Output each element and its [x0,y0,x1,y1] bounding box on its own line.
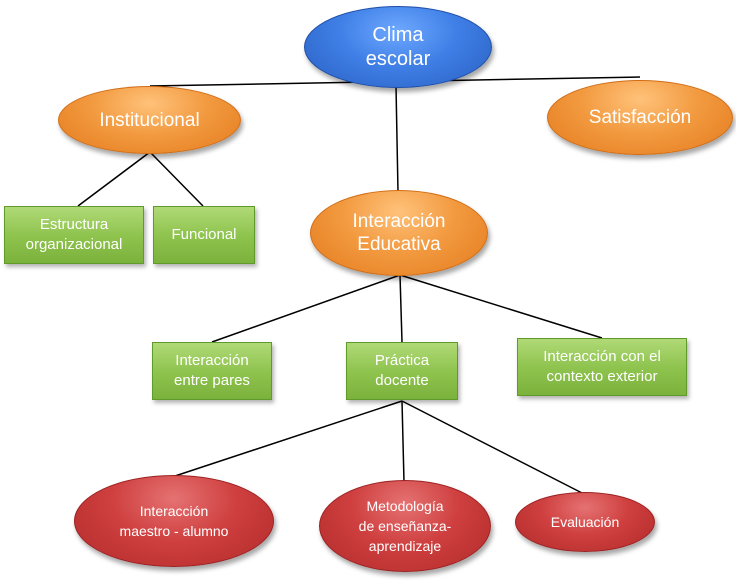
node-interaccion-maestro-label: Interacción maestro - alumno [119,503,229,539]
node-clima-escolar: Clima escolar [304,6,492,88]
edge-educativa-pares [211,274,401,343]
node-evaluacion: Evaluación [515,492,655,552]
edge-institucional-funcional [149,151,204,207]
node-interaccion-educativa-label: Interacción Educativa [352,211,446,255]
edge-institucional-estructura [77,151,151,207]
node-interaccion-maestro-alumno: Interacción maestro - alumno [74,475,274,567]
node-metodologia: Metodología de enseñanza- aprendizaje [319,480,491,572]
node-practica-docente: Práctica docente [346,342,458,400]
node-funcional: Funcional [153,206,255,264]
node-institucional: Institucional [58,86,241,154]
node-interaccion-contexto-exterior: Interacción con el contexto exterior [517,338,687,396]
node-practica-docente-label: Práctica docente [374,352,430,389]
edge-educativa-practica [399,274,403,343]
node-interaccion-educativa: Interacción Educativa [310,190,488,276]
node-clima-escolar-label: Clima escolar [365,24,431,70]
edge-educativa-contexto [399,274,603,339]
node-institucional-label: Institucional [99,109,200,131]
edge-practica-maestro [174,400,403,477]
edge-practica-evaluacion [401,400,585,495]
node-interaccion-entre-pares: Interacción entre pares [152,342,272,400]
node-estructura-label: Estructura organizacional [25,216,123,253]
node-satisfaccion: Satisfacción [547,80,733,155]
node-evaluacion-label: Evaluación [550,514,620,530]
node-metodologia-label: Metodología de enseñanza- aprendizaje [358,498,452,554]
node-satisfaccion-label: Satisfacción [588,107,692,128]
node-estructura-organizacional: Estructura organizacional [4,206,144,264]
edge-practica-metodologia [401,400,405,483]
node-funcional-label: Funcional [171,226,237,243]
node-interaccion-pares-label: Interacción entre pares [174,352,250,389]
edge-clima-interaccion-educativa [395,85,399,193]
node-interaccion-contexto-label: Interacción con el contexto exterior [543,348,661,385]
